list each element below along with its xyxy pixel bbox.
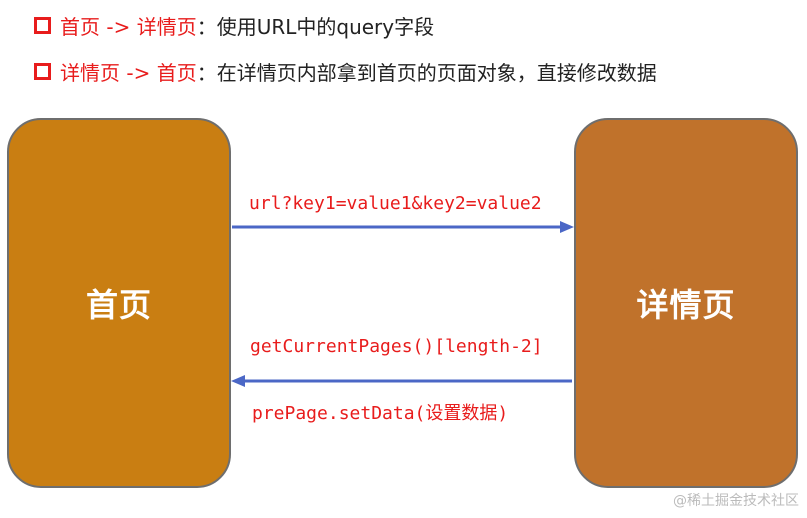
back-arrow-label-top: getCurrentPages()[length-2] <box>250 336 543 357</box>
detail-page-box: 详情页 <box>574 118 798 488</box>
detail-page-label: 详情页 <box>636 286 736 324</box>
bullet-description: ：在详情页内部拿到首页的页面对象，直接修改数据 <box>196 60 657 85</box>
bullet-highlight: 首页 -> 详情页 <box>60 14 197 39</box>
bullet-highlight: 详情页 -> 首页 <box>60 60 197 85</box>
watermark: @稀土掘金技术社区 <box>673 493 799 509</box>
bullet-row-detail-to-home: 详情页 -> 首页 ：在详情页内部拿到首页的页面对象，直接修改数据 <box>34 56 657 86</box>
home-page-box: 首页 <box>7 118 231 488</box>
bullet-square-icon <box>34 16 51 34</box>
bullet-description: ：使用URL中的query字段 <box>196 14 435 39</box>
forward-arrow-head-icon <box>560 221 574 233</box>
home-page-label: 首页 <box>85 286 152 324</box>
forward-arrow-label: url?key1=value1&key2=value2 <box>249 193 542 214</box>
bullet-row-home-to-detail: 首页 -> 详情页 ：使用URL中的query字段 <box>34 10 434 40</box>
back-arrow-head-icon <box>231 375 245 387</box>
bullet-square-icon <box>34 62 51 80</box>
back-arrow-label-bottom: prePage.setData(设置数据) <box>252 403 509 424</box>
